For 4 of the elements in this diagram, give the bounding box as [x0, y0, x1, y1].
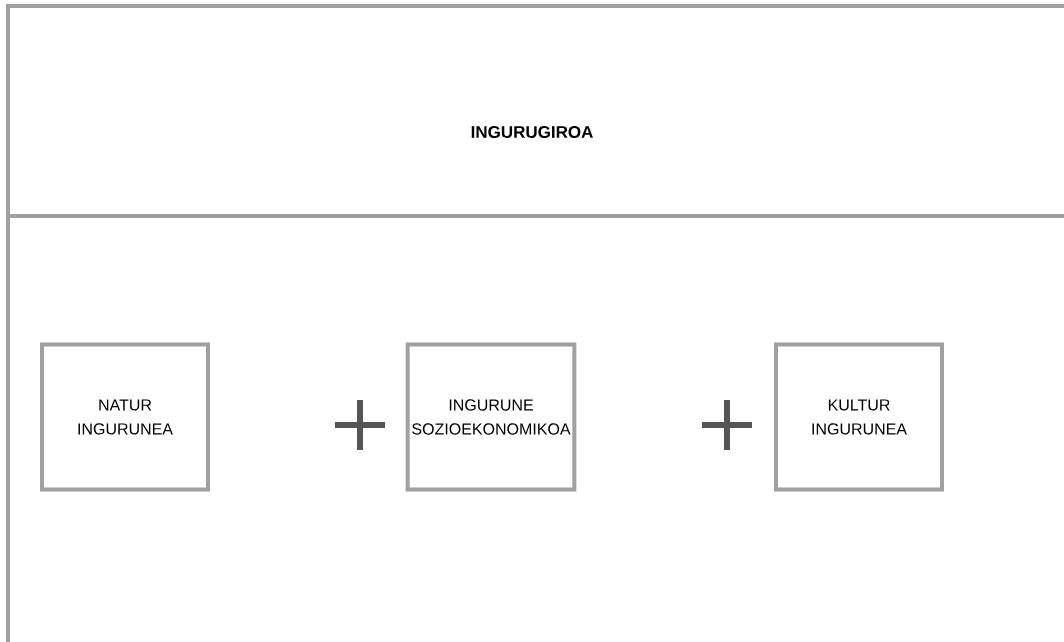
- text-box: NATUR INGURUNEA: [40, 342, 210, 492]
- title: INGURUGIROA: [471, 125, 593, 138]
- text-box: KULTUR INGURUNEA: [774, 342, 944, 492]
- text-box: INGURUNE SOZIOEKONOMIKOA: [405, 342, 577, 492]
